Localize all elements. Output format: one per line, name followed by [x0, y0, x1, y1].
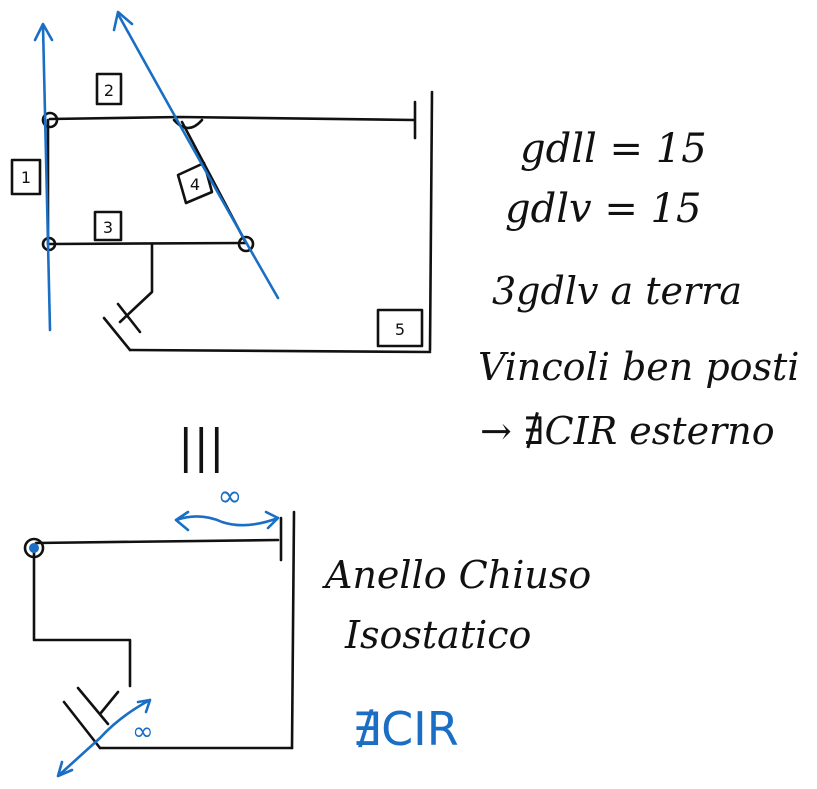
bottom-right-column	[290, 510, 296, 750]
conclusion-cir: ∄CIR	[352, 702, 459, 756]
label-box-5: 5	[376, 308, 424, 348]
hinge-arc-top	[172, 118, 204, 130]
bottom-slider-support	[62, 686, 120, 750]
blue-vertical-axis	[41, 24, 52, 332]
label-box-3: 3	[93, 210, 123, 242]
note-gdl: gdll = 15	[520, 126, 707, 172]
label-2: 2	[104, 81, 114, 100]
bottom-hinge	[23, 537, 45, 559]
arrowhead-diagonal	[112, 10, 134, 32]
label-box-2: 2	[95, 72, 123, 106]
arrowhead-up-left	[33, 22, 54, 42]
label-1: 1	[21, 168, 31, 187]
bottom-structure: ∞ ∞	[23, 479, 296, 778]
label-box-4: 4	[176, 161, 214, 205]
label-3: 3	[103, 218, 113, 237]
blue-double-arrow-bottom	[56, 698, 152, 778]
notes: gdll = 15 gdlv = 15 3gdlv a terra Vincol…	[478, 126, 799, 453]
note-constraints: Vincoli ben posti	[478, 345, 799, 389]
beam-3	[48, 241, 248, 246]
blue-double-arrow-top	[174, 510, 280, 532]
label-5: 5	[395, 320, 405, 339]
hanging-post	[118, 242, 154, 324]
label-box-1: 1	[10, 158, 42, 196]
note-gdv: gdlv = 15	[505, 186, 701, 232]
equivalence-sign: |||	[178, 419, 225, 473]
beam-2	[48, 115, 416, 122]
bottom-beam	[128, 348, 432, 354]
conclusion-ring: Anello Chiuso	[322, 553, 591, 597]
hinge-bottom-right	[237, 235, 255, 253]
label-4: 4	[190, 175, 200, 194]
note-ground: 3gdlv a terra	[492, 269, 742, 313]
conclusion-isostatic: Isostatico	[344, 613, 531, 657]
bottom-hinge-fill	[29, 543, 39, 553]
right-column	[428, 90, 434, 352]
bottom-top-beam	[34, 538, 280, 545]
infinity-top: ∞	[218, 479, 243, 514]
blue-axes	[33, 10, 280, 332]
bottom-left-post	[32, 550, 132, 688]
infinity-bottom: ∞	[132, 717, 154, 747]
slider-support	[102, 302, 142, 352]
top-structure: 2 1 4 3 5	[10, 10, 434, 354]
hinge-top-left	[41, 111, 59, 129]
blue-diagonal-axis	[116, 12, 280, 300]
note-cir-external: → ∄CIR esterno	[480, 409, 775, 453]
conclusions: Anello Chiuso Isostatico ∄CIR	[322, 553, 591, 756]
